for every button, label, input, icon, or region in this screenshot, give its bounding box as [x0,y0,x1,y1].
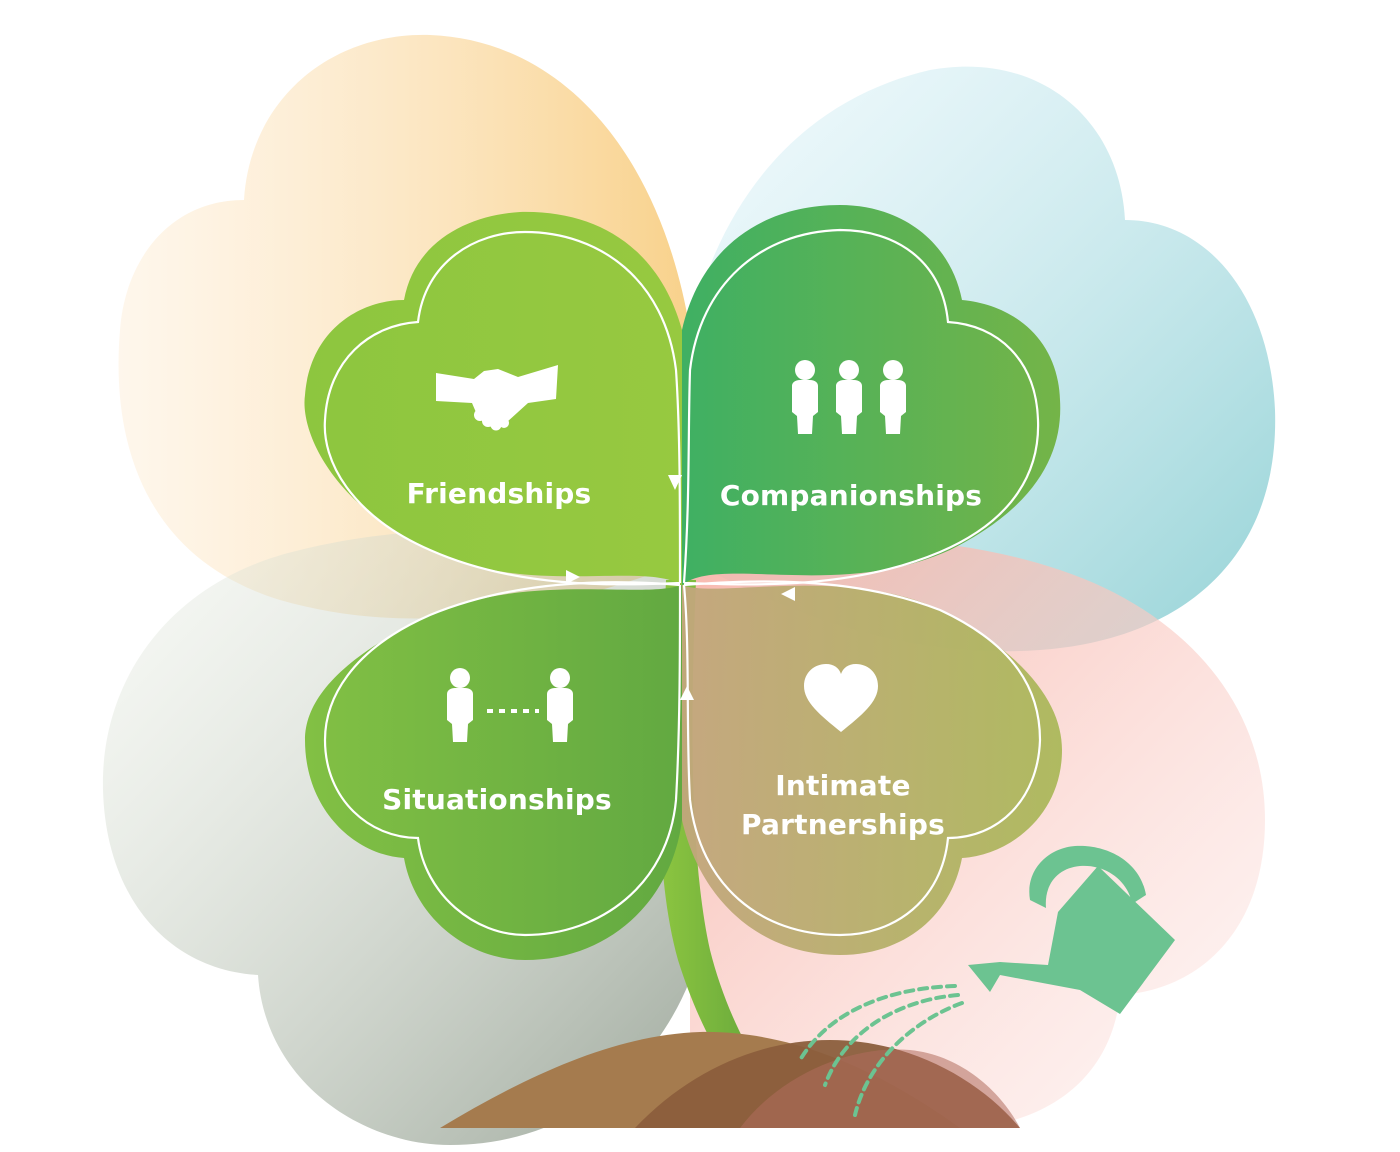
leaf-situationships[interactable] [305,585,682,960]
two-people-dotted-icon [447,668,573,742]
three-people-icon [792,360,906,434]
leaf-companionships[interactable] [682,205,1061,585]
flow-arrows [566,475,795,700]
leaf-outlines [323,228,1042,937]
watering-can-icon [968,845,1175,1014]
label-friendships: Friendships [407,477,592,510]
handshake-icon [436,365,558,431]
heart-icon [804,664,878,732]
soil-mound [440,1031,1020,1128]
water-drops [798,984,964,1117]
label-companionships: Companionships [720,479,982,512]
label-situationships: Situationships [382,783,612,816]
label-intimate-line2: Partnerships [741,808,945,841]
label-intimate-line1: Intimate [775,769,910,802]
leaf-intimate-partnerships[interactable] [682,585,1062,955]
